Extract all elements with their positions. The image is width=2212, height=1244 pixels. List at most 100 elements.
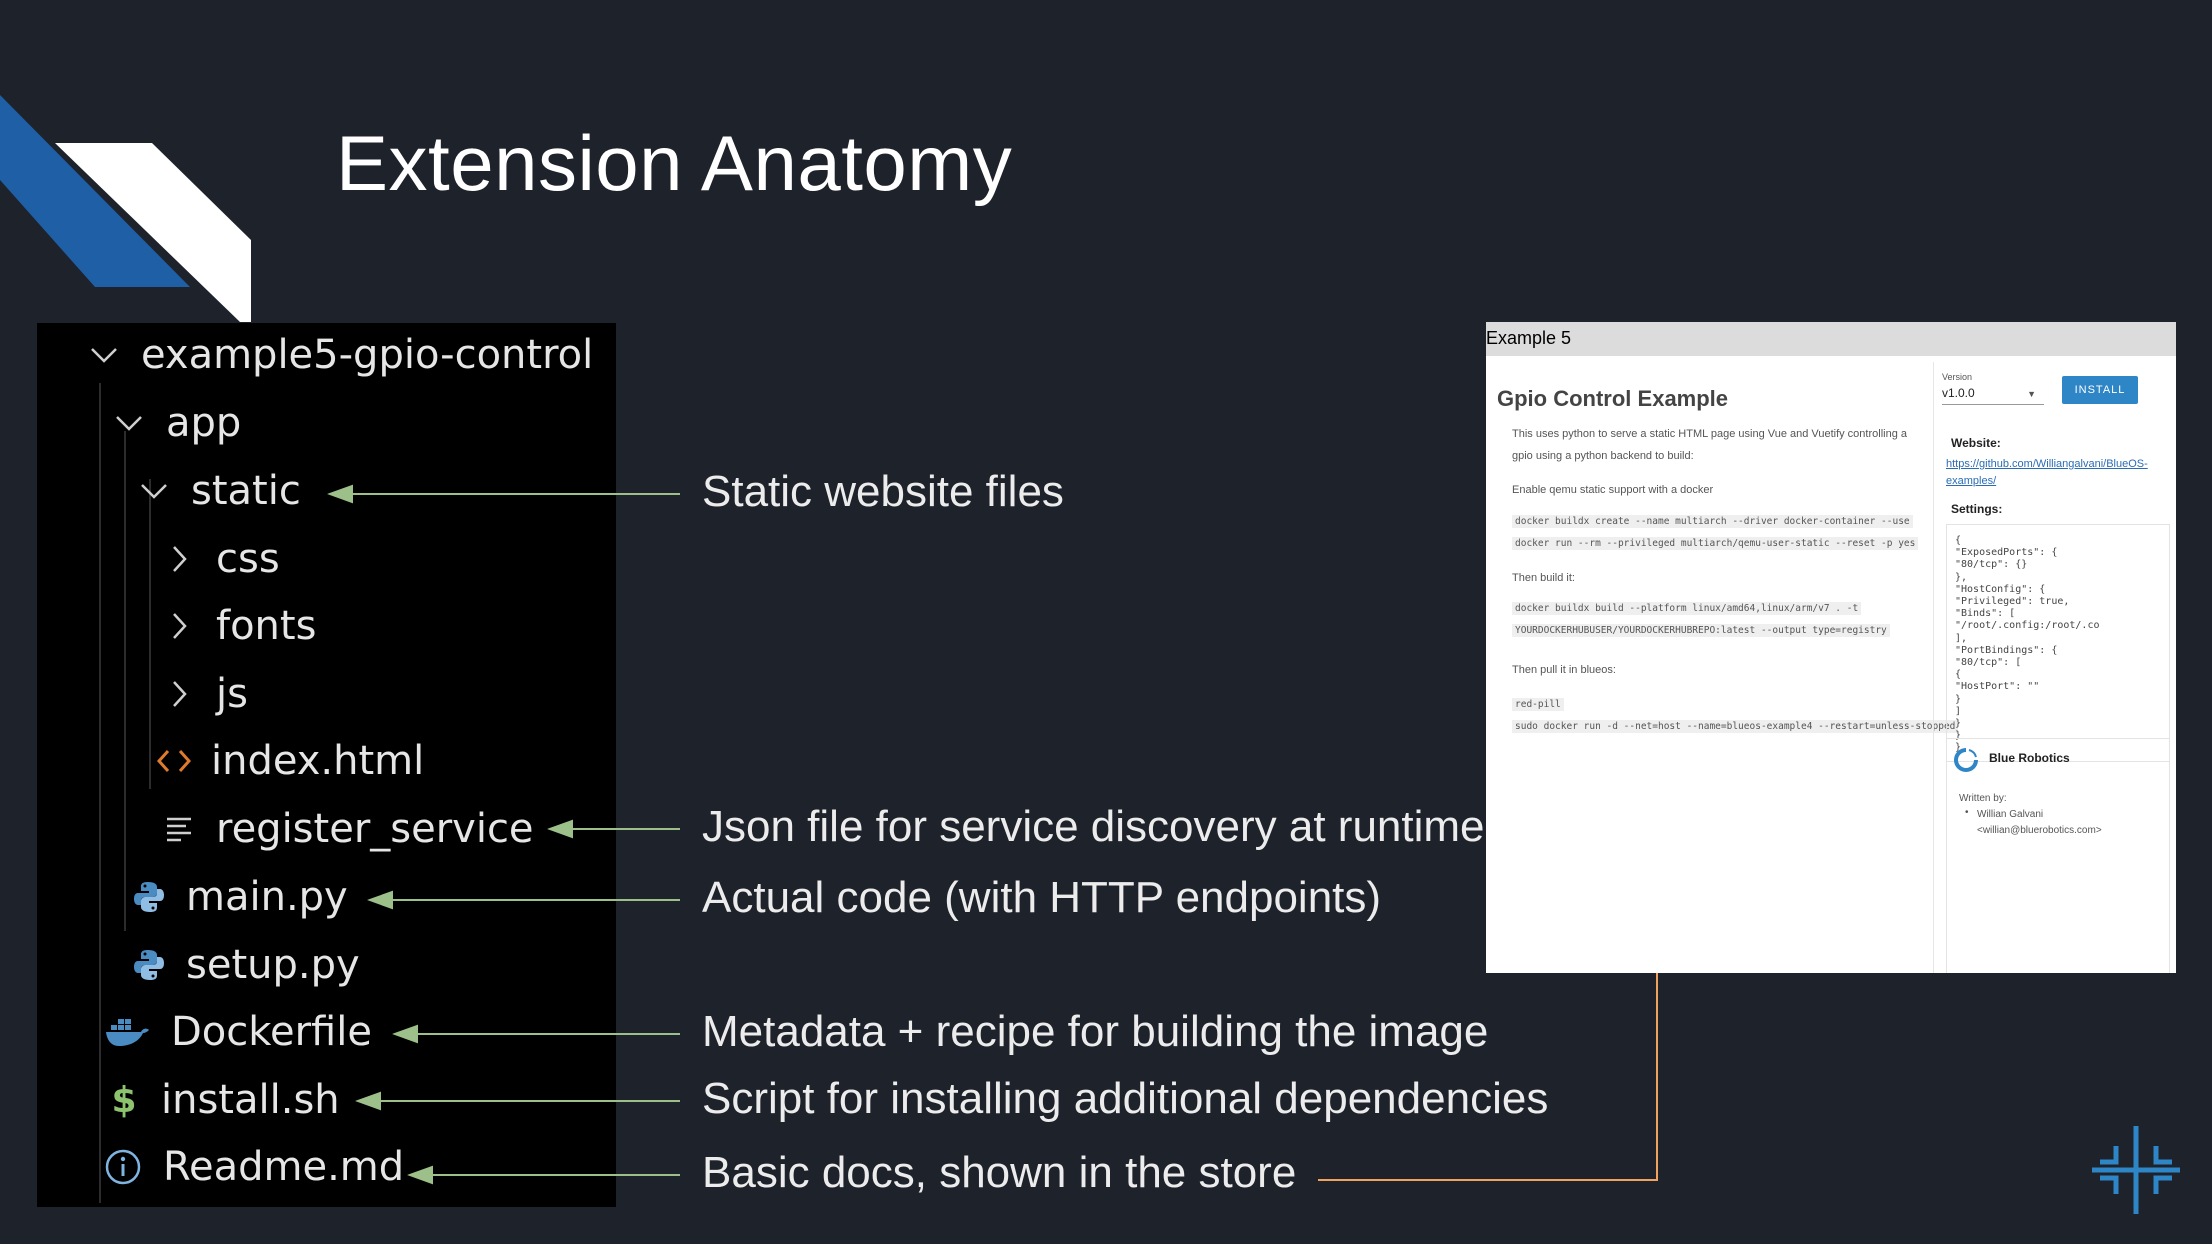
- annotation-main: Actual code (with HTTP endpoints): [702, 873, 1382, 922]
- settings-json-line: }: [1955, 730, 1962, 742]
- tree-row-setup-py[interactable]: setup.py: [132, 935, 360, 995]
- info-icon: [103, 1147, 143, 1187]
- website-link[interactable]: https://github.com/Williangalvani/BlueOS…: [1946, 458, 2148, 470]
- tree-label: setup.py: [186, 942, 360, 988]
- html-code-icon: [157, 741, 191, 781]
- python-icon: [132, 877, 166, 917]
- website-label: Website:: [1951, 436, 2001, 450]
- tree-label: js: [216, 671, 248, 717]
- tree-indent-guide: [149, 479, 151, 789]
- code-block: sudo docker run -d --net=host --name=blu…: [1512, 720, 1959, 733]
- chevron-right-icon: [162, 539, 196, 579]
- window-title: Example 5: [1486, 322, 2176, 356]
- tree-label: index.html: [211, 738, 425, 784]
- python-icon: [132, 945, 166, 985]
- text-file-icon: [162, 809, 196, 849]
- author-bullet-icon: •: [1965, 807, 1969, 818]
- version-value: v1.0.0: [1942, 386, 1975, 400]
- settings-json-line: ]: [1955, 705, 1962, 717]
- tree-label: fonts: [216, 603, 317, 649]
- chevron-down-icon: [112, 403, 146, 443]
- code-block: red-pill: [1512, 698, 1564, 711]
- tree-row-static[interactable]: static: [137, 461, 301, 521]
- tree-row-install-sh[interactable]: $ install.sh: [107, 1070, 340, 1130]
- annotation-readme: Basic docs, shown in the store: [702, 1148, 1297, 1197]
- slide-title: Extension Anatomy: [336, 119, 1013, 207]
- code-block: docker buildx build --platform linux/amd…: [1512, 602, 1862, 615]
- tree-row-dockerfile[interactable]: Dockerfile: [105, 1002, 372, 1062]
- settings-json-line: "HostConfig": {: [1955, 583, 2046, 595]
- tree-label: register_service: [216, 806, 534, 852]
- company-name: Blue Robotics: [1989, 751, 2070, 765]
- settings-json-line: "80/tcp": {}: [1955, 559, 2028, 571]
- tree-row-fonts[interactable]: fonts: [162, 596, 316, 656]
- docker-icon: [105, 1012, 151, 1052]
- settings-json-box: { "ExposedPorts": { "80/tcp": {} }, "Hos…: [1946, 524, 2170, 762]
- code-block: YOURDOCKERHUBUSER/YOURDOCKERHUBREPO:late…: [1512, 624, 1890, 637]
- author-email: <willian@bluerobotics.com>: [1977, 825, 2102, 836]
- arrow-main: [367, 890, 680, 910]
- tree-row-css[interactable]: css: [162, 529, 280, 589]
- chevron-right-icon: [162, 606, 196, 646]
- settings-json-line: "Privileged": true,: [1955, 596, 2070, 607]
- settings-json-line: "HostPort": "": [1955, 681, 2040, 693]
- arrow-install: [355, 1091, 680, 1111]
- store-side-panel: Version v1.0.0 ▼ INSTALL Website: https:…: [1933, 362, 2176, 973]
- tree-row-js[interactable]: js: [162, 664, 248, 724]
- tree-label: Readme.md: [163, 1144, 405, 1190]
- tree-row-main-py[interactable]: main.py: [132, 867, 348, 927]
- version-label: Version: [1942, 372, 1973, 382]
- settings-json-line: },: [1955, 571, 1968, 583]
- annotation-register: Json file for service discovery at runti…: [702, 802, 1485, 851]
- tree-label: main.py: [186, 874, 348, 920]
- arrow-register: [547, 819, 680, 839]
- settings-json-line: "/root/.config:/root/.co: [1955, 620, 2100, 632]
- settings-json-line: "Binds": [: [1955, 608, 2016, 620]
- tree-label: static: [191, 468, 301, 514]
- annotation-install: Script for installing additional depende…: [702, 1074, 1549, 1123]
- blue-robotics-logo-icon: [1954, 748, 1978, 772]
- arrow-readme: [407, 1165, 680, 1185]
- caret-down-icon: ▼: [2027, 389, 2036, 399]
- settings-json-line: "PortBindings": {: [1955, 644, 2058, 656]
- chevron-right-icon: [162, 674, 196, 714]
- tree-row-readme-md[interactable]: Readme.md: [103, 1137, 404, 1197]
- tree-label: install.sh: [161, 1077, 340, 1123]
- tree-label: app: [166, 400, 242, 446]
- tree-row-register-service[interactable]: register_service: [162, 799, 534, 859]
- description-text: Then build it:: [1512, 572, 1575, 584]
- settings-json-line: }: [1955, 718, 1962, 729]
- website-link[interactable]: examples/: [1946, 475, 1997, 487]
- annotation-static: Static website files: [702, 467, 1064, 516]
- chevron-down-icon: [137, 471, 171, 511]
- tree-row-root[interactable]: example5-gpio-control: [87, 325, 593, 385]
- author-card: Blue Robotics Written by: • Willian Galv…: [1946, 738, 2170, 973]
- tree-label: Dockerfile: [171, 1009, 372, 1055]
- description-text: Then pull it in blueos:: [1512, 664, 1616, 676]
- store-description-panel: Gpio Control Example This uses python to…: [1486, 362, 1959, 973]
- tree-label: example5-gpio-control: [141, 332, 594, 378]
- tree-row-index-html[interactable]: index.html: [157, 731, 424, 791]
- settings-json-line: {: [1955, 535, 1962, 546]
- store-screenshot: Example 5 Gpio Control Example This uses…: [1486, 322, 2176, 973]
- settings-json-line: }: [1955, 693, 1962, 705]
- tree-indent-guide: [99, 383, 101, 1203]
- settings-heading: Settings:: [1951, 502, 2003, 516]
- settings-json-line: "80/tcp": [: [1955, 657, 2022, 668]
- install-button[interactable]: INSTALL: [2062, 376, 2138, 404]
- tree-indent-guide: [124, 431, 126, 931]
- chevron-down-icon: [87, 335, 121, 375]
- arrow-static: [327, 484, 680, 504]
- blue-robotics-corner-logo: [2092, 1126, 2180, 1214]
- code-block: docker run --rm --privileged multiarch/q…: [1512, 537, 1919, 550]
- annotation-dockerfile: Metadata + recipe for building the image: [702, 1007, 1489, 1056]
- code-block: docker buildx create --name multiarch --…: [1512, 515, 1913, 528]
- settings-json-line: }: [1955, 742, 1962, 754]
- extension-heading: Gpio Control Example: [1497, 386, 1729, 411]
- tree-row-app[interactable]: app: [112, 393, 241, 453]
- version-select[interactable]: v1.0.0 ▼: [1942, 386, 2044, 405]
- written-by-label: Written by:: [1959, 793, 2007, 804]
- settings-json-line: ],: [1955, 632, 1968, 644]
- settings-json-line: {: [1955, 669, 1962, 681]
